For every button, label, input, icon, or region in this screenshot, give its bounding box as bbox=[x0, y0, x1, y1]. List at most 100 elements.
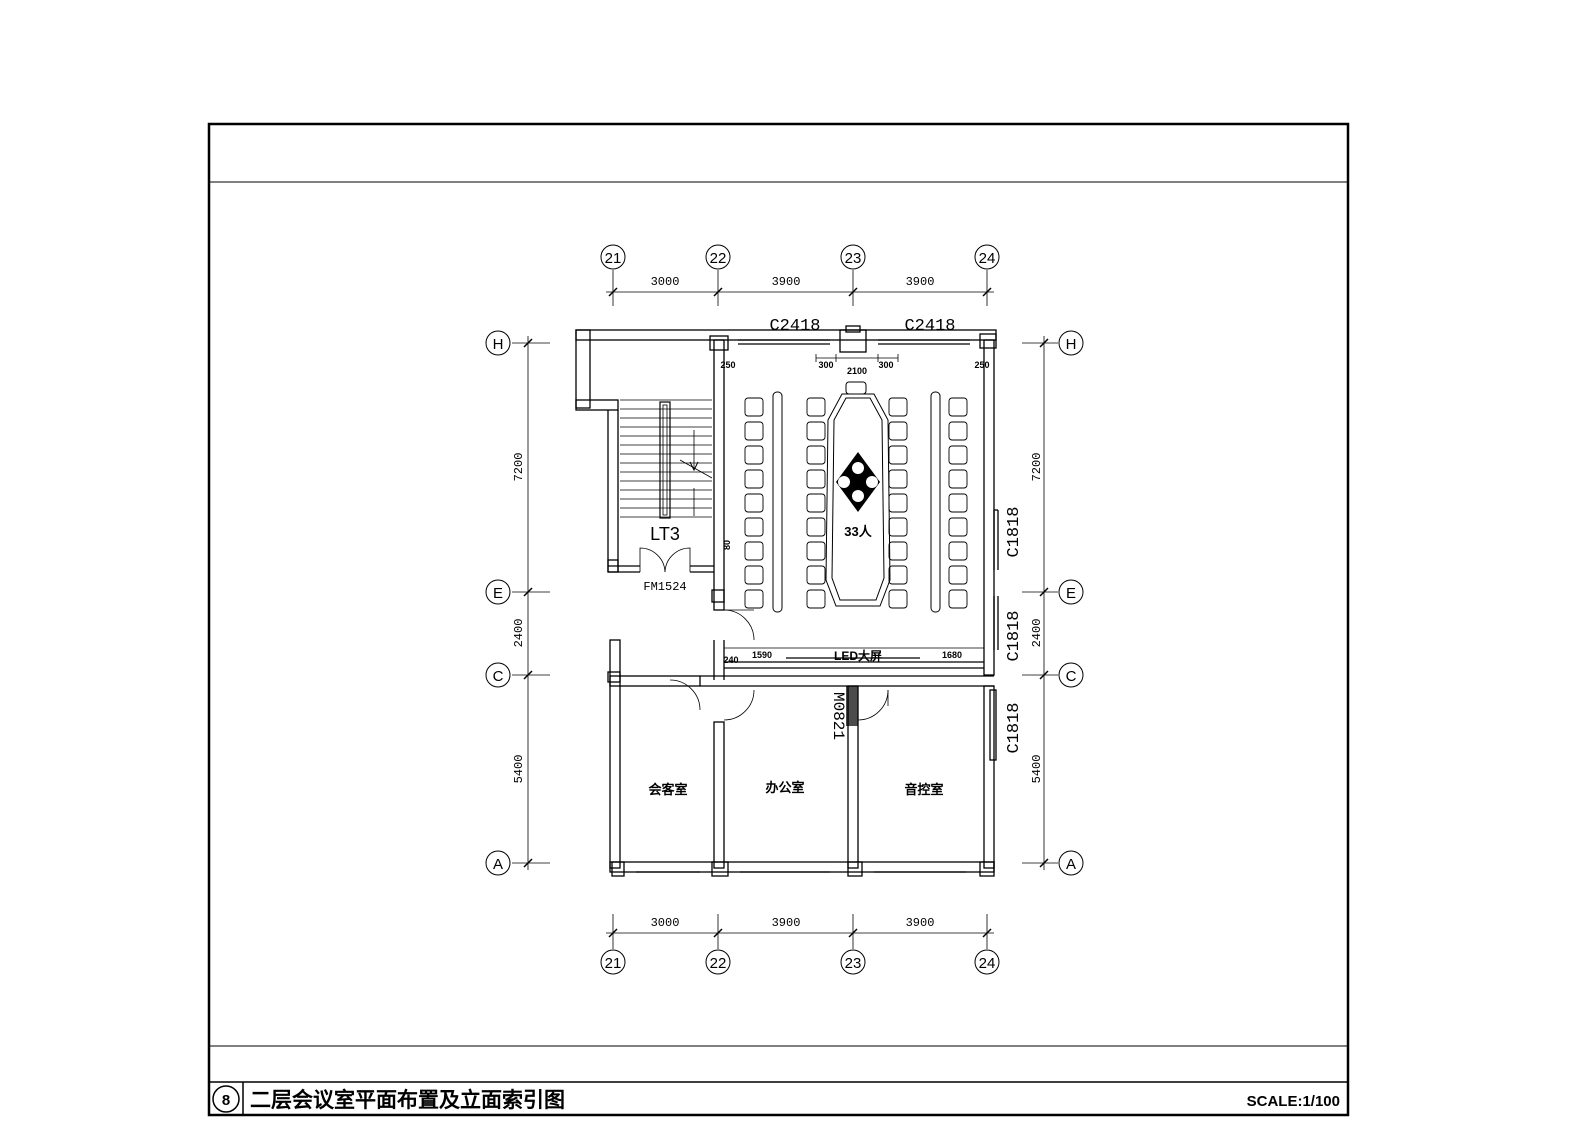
stair-door-label: FM1524 bbox=[643, 580, 686, 594]
chair bbox=[744, 493, 764, 513]
center-ornament bbox=[836, 452, 880, 512]
chair bbox=[744, 445, 764, 465]
dim-right-2: 2400 bbox=[1030, 619, 1044, 648]
chair bbox=[806, 589, 826, 609]
small-dimension-lines bbox=[724, 354, 984, 649]
dim-top-3: 3900 bbox=[906, 275, 935, 289]
dim-bottom-1: 3000 bbox=[651, 916, 680, 930]
chair bbox=[888, 445, 908, 465]
window-right-middle: C1818 bbox=[1005, 610, 1024, 661]
chair bbox=[744, 589, 764, 609]
small-dim-300-right: 300 bbox=[878, 360, 893, 370]
axis-row-e-right: E bbox=[1066, 585, 1076, 602]
axis-col-24-bottom: 24 bbox=[979, 955, 996, 972]
led-screen-label: LED大屏 bbox=[834, 648, 882, 663]
chairs bbox=[744, 397, 968, 609]
dim-left-2: 2400 bbox=[512, 619, 526, 648]
axis-col-22-top: 22 bbox=[710, 250, 727, 267]
window-top-left: C2418 bbox=[769, 317, 820, 336]
hatched-partition bbox=[846, 686, 858, 726]
chair bbox=[948, 469, 968, 489]
axis-col-23-bottom: 23 bbox=[845, 955, 862, 972]
drawing-scale: SCALE:1/100 bbox=[1247, 1093, 1340, 1110]
dim-top-1: 3000 bbox=[651, 275, 680, 289]
small-dim-300-left: 300 bbox=[818, 360, 833, 370]
small-dim-2100: 2100 bbox=[847, 366, 867, 376]
chair bbox=[948, 421, 968, 441]
axis-row-h-right: H bbox=[1066, 336, 1077, 353]
dim-bottom-2: 3900 bbox=[772, 916, 801, 930]
side-benches bbox=[772, 391, 941, 613]
dim-right-3: 5400 bbox=[1030, 755, 1044, 784]
chair bbox=[806, 469, 826, 489]
axis-row-a-right: A bbox=[1066, 856, 1076, 873]
axis-row-c-left: C bbox=[493, 668, 504, 685]
dim-bottom-3: 3900 bbox=[906, 916, 935, 930]
dim-top-2: 3900 bbox=[772, 275, 801, 289]
chair bbox=[744, 397, 764, 417]
chair bbox=[888, 493, 908, 513]
chair bbox=[948, 397, 968, 417]
stair-treads bbox=[620, 399, 713, 519]
chair bbox=[744, 541, 764, 561]
window-right-upper: C1818 bbox=[1005, 506, 1024, 557]
chair bbox=[744, 517, 764, 537]
small-dim-1680: 1680 bbox=[942, 650, 962, 660]
small-dim-250-right: 250 bbox=[974, 360, 989, 370]
room-label-sound-control: 音控室 bbox=[904, 782, 943, 797]
chair bbox=[888, 517, 908, 537]
dim-left-3: 5400 bbox=[512, 755, 526, 784]
door-swings bbox=[669, 609, 889, 721]
chair bbox=[948, 589, 968, 609]
chair bbox=[806, 421, 826, 441]
window-top-right: C2418 bbox=[904, 317, 955, 336]
dim-right-1: 7200 bbox=[1030, 453, 1044, 482]
axis-row-e-left: E bbox=[493, 585, 503, 602]
small-dimension-texts: 250 250 300 2100 300 80 240 1590 1680 bbox=[720, 360, 989, 665]
axis-row-a-left: A bbox=[493, 856, 503, 873]
chair bbox=[948, 493, 968, 513]
drawing-title: 二层会议室平面布置及立面索引图 bbox=[250, 1088, 565, 1112]
chair bbox=[888, 589, 908, 609]
capacity-label: 33人 bbox=[844, 524, 872, 539]
chair bbox=[948, 445, 968, 465]
drawing-frame bbox=[207, 122, 1350, 1117]
chair bbox=[806, 493, 826, 513]
chair bbox=[948, 565, 968, 585]
small-dim-1590: 1590 bbox=[752, 650, 772, 660]
chair bbox=[744, 565, 764, 585]
small-dim-80: 80 bbox=[722, 540, 732, 550]
chair bbox=[888, 397, 908, 417]
stair-label: LT3 bbox=[650, 524, 680, 544]
dimension-lines bbox=[512, 270, 1058, 949]
window-right-lower: C1818 bbox=[1005, 702, 1024, 753]
axis-col-22-bottom: 22 bbox=[710, 955, 727, 972]
chair bbox=[806, 517, 826, 537]
axis-col-24-top: 24 bbox=[979, 250, 996, 267]
chair bbox=[888, 421, 908, 441]
stair-door-swing bbox=[639, 547, 691, 573]
chair bbox=[806, 445, 826, 465]
axis-row-c-right: C bbox=[1066, 668, 1077, 685]
small-dim-250-left: 250 bbox=[720, 360, 735, 370]
axis-col-21-bottom: 21 bbox=[605, 955, 622, 972]
small-dim-240: 240 bbox=[723, 655, 738, 665]
axis-row-h-left: H bbox=[493, 336, 504, 353]
chair bbox=[888, 469, 908, 489]
chair bbox=[806, 565, 826, 585]
title-bar: 8 二层会议室平面布置及立面索引图 SCALE:1/100 bbox=[212, 1085, 1340, 1113]
walls bbox=[575, 325, 999, 877]
chair bbox=[948, 517, 968, 537]
axis-bubbles: 21 22 23 24 21 22 23 24 H E C A H E C A bbox=[485, 244, 1084, 975]
room-label-office: 办公室 bbox=[765, 780, 804, 795]
chair bbox=[806, 541, 826, 561]
drawing-number: 8 bbox=[222, 1092, 230, 1109]
room-label-reception: 会客室 bbox=[648, 782, 687, 797]
chair bbox=[948, 541, 968, 561]
dimension-texts: 3000 3900 3900 3000 3900 3900 7200 2400 … bbox=[512, 275, 1044, 930]
chair bbox=[744, 421, 764, 441]
axis-col-23-top: 23 bbox=[845, 250, 862, 267]
chair bbox=[744, 469, 764, 489]
chair bbox=[888, 541, 908, 561]
